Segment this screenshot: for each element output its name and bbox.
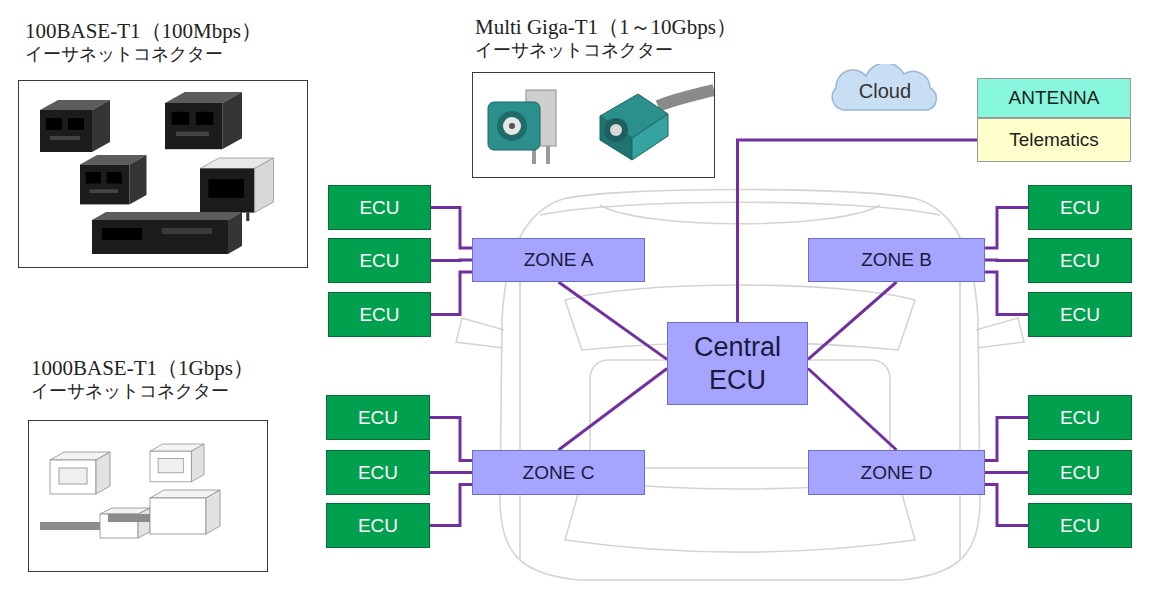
node-label: ANTENNA xyxy=(1009,87,1100,109)
ecu-box: ECU xyxy=(328,292,431,337)
network-link xyxy=(431,208,472,249)
node-label: Cloud xyxy=(859,80,911,103)
network-link xyxy=(985,272,1028,315)
node-label: ECU xyxy=(358,515,398,537)
network-link xyxy=(430,418,472,461)
node-label: ECU xyxy=(1060,304,1100,326)
connector-heading-group: 100BASE-T1（100Mbps）イーサネットコネクター xyxy=(25,19,262,65)
connector-heading-group: 1000BASE-T1（1Gbps）イーサネットコネクター xyxy=(31,356,254,402)
node-label: ECU xyxy=(359,250,399,272)
connector-heading: 1000BASE-T1（1Gbps） xyxy=(31,356,254,380)
ecu-box: ECU xyxy=(1028,238,1132,283)
node-label: ECU xyxy=(1060,197,1100,219)
network-link xyxy=(430,471,472,474)
telematics-box: Telematics xyxy=(977,118,1131,162)
antenna-box: ANTENNA xyxy=(977,78,1131,118)
node-label: Central ECU xyxy=(674,331,801,396)
node-label: ZONE B xyxy=(861,249,932,271)
network-link xyxy=(808,282,897,359)
ecu-box: ECU xyxy=(1028,292,1132,337)
connector-heading: イーサネットコネクター xyxy=(31,380,254,402)
network-link xyxy=(808,369,897,451)
network-link xyxy=(985,485,1028,526)
node-label: ECU xyxy=(1060,515,1100,537)
connector-heading-group: Multi Giga-T1（1～10Gbps）イーサネットコネクター xyxy=(475,15,737,61)
network-link xyxy=(985,418,1028,461)
zone-box: ZONE D xyxy=(808,450,985,495)
connector-heading: イーサネットコネクター xyxy=(25,43,262,65)
central-ecu-box: Central ECU xyxy=(667,322,808,405)
network-link xyxy=(559,282,668,359)
network-link xyxy=(985,471,1028,474)
ecu-box: ECU xyxy=(1028,503,1132,548)
node-label: ECU xyxy=(359,304,399,326)
network-link xyxy=(430,485,472,526)
node-label: ECU xyxy=(358,407,398,429)
network-link xyxy=(431,272,472,315)
ecu-box: ECU xyxy=(326,503,430,548)
network-link xyxy=(738,140,978,322)
cloud-shape: Cloud xyxy=(822,64,948,118)
node-label: ZONE D xyxy=(861,462,933,484)
ecu-box: ECU xyxy=(326,395,430,440)
node-label: ECU xyxy=(1060,407,1100,429)
zone-box: ZONE B xyxy=(808,238,985,282)
ecu-box: ECU xyxy=(326,450,430,495)
zone-box: ZONE A xyxy=(472,238,645,282)
ecu-box: ECU xyxy=(1028,395,1132,440)
node-label: ZONE C xyxy=(523,462,595,484)
network-link xyxy=(431,259,472,263)
node-label: ECU xyxy=(358,462,398,484)
connector-panel: Multi Giga-T1（1～10Gbps）イーサネットコネクター xyxy=(472,72,715,178)
ecu-box: ECU xyxy=(328,238,431,283)
network-link xyxy=(559,369,668,451)
connector-heading: イーサネットコネクター xyxy=(475,39,737,61)
ecu-box: ECU xyxy=(1028,450,1132,495)
ecu-box: ECU xyxy=(1028,185,1132,230)
connector-panel: 1000BASE-T1（1Gbps）イーサネットコネクター xyxy=(28,420,268,572)
node-label: ECU xyxy=(359,197,399,219)
node-label: ECU xyxy=(1060,462,1100,484)
zone-box: ZONE C xyxy=(472,450,645,495)
connector-heading: 100BASE-T1（100Mbps） xyxy=(25,19,262,43)
ecu-box: ECU xyxy=(328,185,431,230)
node-label: ZONE A xyxy=(524,249,594,271)
node-label: Telematics xyxy=(1009,129,1099,151)
connector-panel: 100BASE-T1（100Mbps）イーサネットコネクター xyxy=(18,80,308,268)
connector-heading: Multi Giga-T1（1～10Gbps） xyxy=(475,15,737,39)
network-link xyxy=(985,208,1028,249)
node-label: ECU xyxy=(1060,250,1100,272)
network-link xyxy=(985,259,1028,263)
